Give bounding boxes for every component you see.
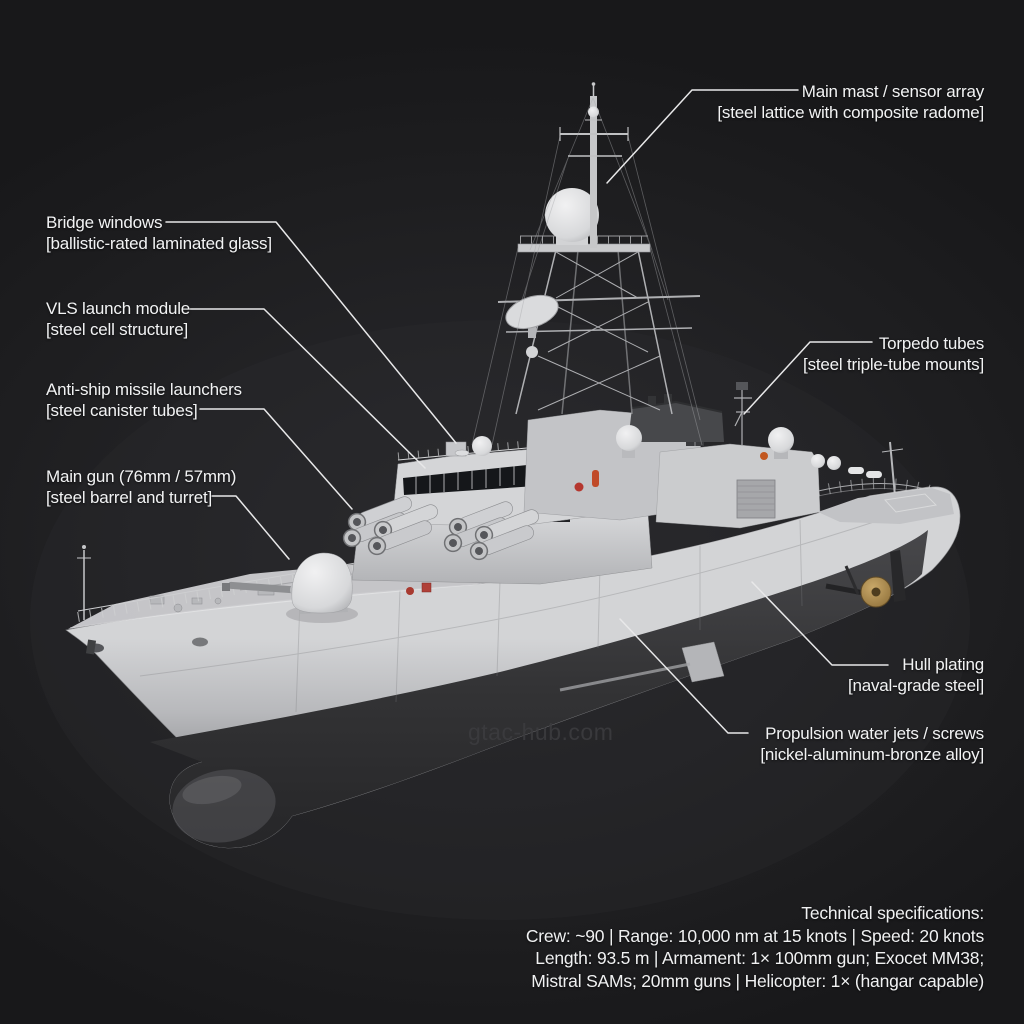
callout-detail: [steel canister tubes] xyxy=(46,401,198,420)
small-dome xyxy=(827,456,841,470)
bulbous-bow xyxy=(172,769,276,843)
leader-lines xyxy=(165,89,889,734)
watermark: gtac-hub.com xyxy=(468,719,614,745)
callout-vls: VLS launch module [steel cell structure] xyxy=(46,298,190,340)
bow-jackstaff xyxy=(77,545,91,620)
tech-specs-heading: Technical specifications: xyxy=(801,903,984,923)
callout-hull-plating: Hull plating [naval-grade steel] xyxy=(848,654,984,696)
callout-bridge-windows: Bridge windows [ballistic-rated laminate… xyxy=(46,212,272,254)
callout-title: Main mast / sensor array xyxy=(801,82,984,101)
leader-line-anti-ship xyxy=(199,408,353,510)
ship xyxy=(65,82,961,849)
callout-detail: [nickel-aluminum-bronze alloy] xyxy=(760,745,984,764)
mast-finial-ball xyxy=(588,106,599,118)
exhaust-pipe xyxy=(664,394,672,404)
top-mast xyxy=(559,82,629,248)
callout-propulsion: Propulsion water jets / screws [nickel-a… xyxy=(760,723,984,765)
bilge-keel xyxy=(559,662,691,692)
leader-line-hull-plating xyxy=(751,581,889,666)
callout-title: Propulsion water jets / screws xyxy=(765,724,984,743)
main-gun xyxy=(222,552,358,623)
hangar-door xyxy=(736,479,776,519)
tech-specs-line: Crew: ~90 | Range: 10,000 nm at 15 knots… xyxy=(525,925,984,946)
callout-detail: [steel lattice with composite radome] xyxy=(717,103,984,122)
helo-deck xyxy=(818,488,954,524)
running-gear xyxy=(559,550,906,692)
gun-muzzle xyxy=(222,583,230,591)
torpedo-mount-mast xyxy=(734,382,752,446)
tech-specs: Technical specifications: Crew: ~90 | Ra… xyxy=(526,902,984,992)
fire-control-dome xyxy=(616,425,642,451)
leader-line-propulsion xyxy=(619,618,749,734)
skeg-fin xyxy=(890,550,906,602)
helo-deck-marking xyxy=(883,493,938,513)
callout-detail: [steel cell structure] xyxy=(46,320,189,339)
rigging xyxy=(471,97,703,446)
tech-specs-line: Mistral SAMs; 20mm guns | Helicopter: 1×… xyxy=(531,970,984,991)
sheer-line xyxy=(69,486,931,629)
leader-line-main-gun xyxy=(211,495,290,560)
callout-detail: [naval-grade steel] xyxy=(847,676,984,695)
callout-anti-ship: Anti-ship missile launchers [steel canis… xyxy=(46,379,242,421)
callout-title: Bridge windows xyxy=(46,213,163,232)
anchor xyxy=(85,637,208,655)
liferaft-canister xyxy=(848,467,864,474)
small-dome xyxy=(811,454,825,468)
callout-main-gun: Main gun (76mm / 57mm) [steel barrel and… xyxy=(46,466,236,508)
bulbous-bow-highlight xyxy=(182,775,242,805)
hull-boot-stripe xyxy=(150,530,928,848)
radar-dish xyxy=(505,294,559,358)
lattice-mast xyxy=(497,249,701,415)
liferaft-canister xyxy=(866,471,882,478)
exhaust-pipe xyxy=(648,396,656,406)
leader-line-vls xyxy=(189,308,426,469)
leader-line-torpedo-tubes xyxy=(743,341,873,415)
callout-title: Hull plating xyxy=(902,655,984,674)
callout-title: Torpedo tubes xyxy=(878,334,984,353)
hull-plating-seams xyxy=(139,519,881,713)
callout-title: Anti-ship missile launchers xyxy=(46,380,242,399)
callout-title: VLS launch module xyxy=(46,299,191,318)
tech-specs-line: Length: 93.5 m | Armament: 1× 100mm gun;… xyxy=(535,948,984,968)
funnel xyxy=(628,402,724,442)
callout-title: Main gun (76mm / 57mm) xyxy=(46,467,237,486)
gun-turret xyxy=(291,552,353,614)
aft-mast xyxy=(881,441,904,497)
leader-line-bridge-windows xyxy=(165,221,457,444)
optronic-dome xyxy=(472,436,492,456)
missile-launchers xyxy=(342,496,539,561)
accent-details xyxy=(406,452,768,595)
radome xyxy=(545,188,599,242)
callout-torpedo-tubes: Torpedo tubes [steel triple-tube mounts] xyxy=(803,333,984,375)
rudder-fin xyxy=(681,641,725,683)
callout-detail: [ballistic-rated laminated glass] xyxy=(46,234,272,253)
gun-barrel xyxy=(228,581,294,594)
callout-detail: [steel triple-tube mounts] xyxy=(803,355,984,374)
satcom-dome xyxy=(768,427,794,453)
leader-line-main-mast xyxy=(606,89,799,184)
callout-main-mast: Main mast / sensor array [steel lattice … xyxy=(717,81,984,123)
callout-detail: [steel barrel and turret] xyxy=(46,488,213,507)
